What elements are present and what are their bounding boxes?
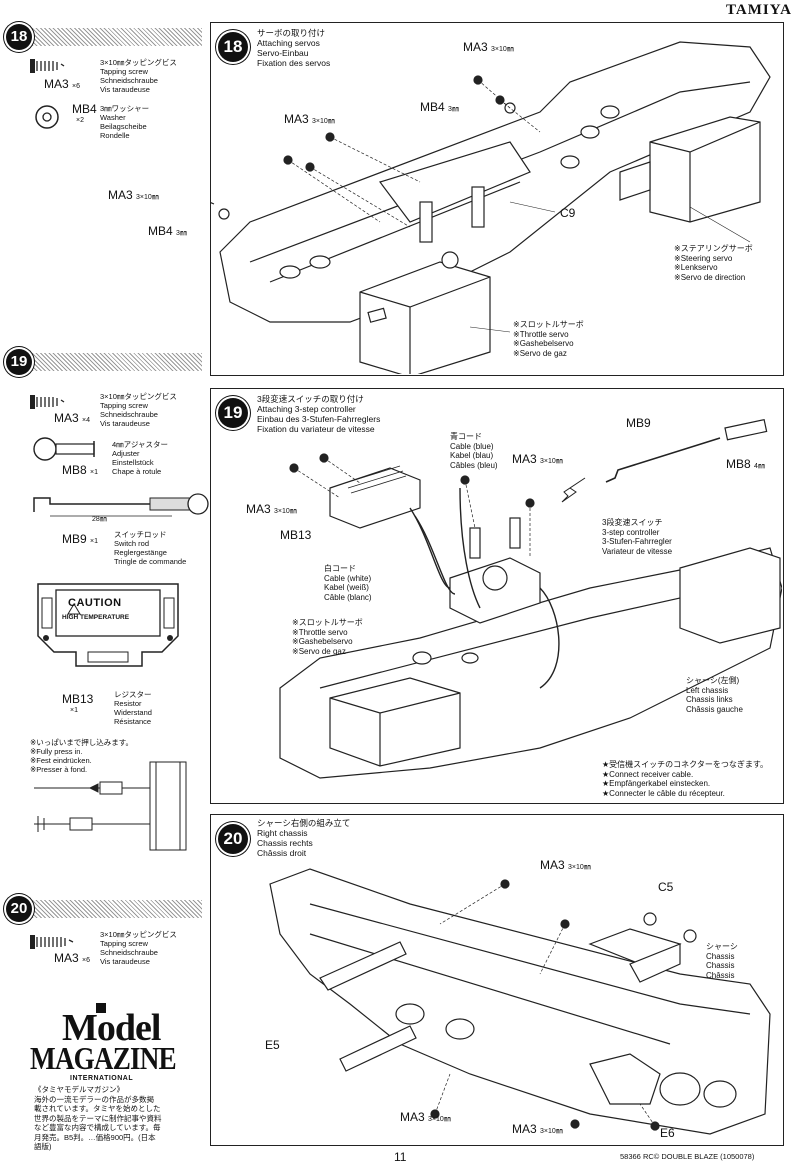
part-code: MB13	[62, 692, 94, 706]
step-20-number: 20	[6, 896, 32, 922]
label-c5: C5	[658, 880, 674, 894]
step-18-header: 18	[6, 24, 202, 50]
label-ma3: MA3 3×10㎜	[463, 40, 514, 54]
tamiya-star-icon	[96, 1003, 106, 1013]
magazine-subtitle: INTERNATIONAL	[70, 1075, 134, 1082]
part-qty: ×2	[76, 117, 84, 124]
step-19-number: 19	[6, 349, 32, 375]
step-20-header: 20	[6, 896, 202, 922]
panel-20-number: 20	[218, 824, 248, 854]
label-mb4: MB4 3㎜	[420, 100, 459, 114]
label-e6: E6	[660, 1126, 675, 1140]
right-chassis-diagram	[269, 868, 771, 1135]
servo-assembly-diagram	[210, 41, 771, 374]
label-ma3: MA3 3×10㎜	[246, 502, 297, 516]
adjuster-icon	[33, 437, 95, 461]
label-ma3: MA3 3×10㎜	[512, 1122, 563, 1136]
throttle-servo-note: ※スロットルサーボ※Throttle servo※Gashebelservo※S…	[513, 320, 584, 358]
receiver-note: ★受信機スイッチのコネクターをつなぎます。★Connect receiver c…	[602, 760, 769, 798]
label-e5: E5	[265, 1038, 280, 1052]
throttle-servo-note: ※スロットルサーボ※Throttle servo※Gashebelservo※S…	[292, 618, 363, 656]
product-code: 58366 RC© DOUBLE BLAZE (1050078)	[620, 1152, 755, 1161]
label-ma3: MA3 3×10㎜	[400, 1110, 451, 1124]
magazine-title-bottom: MAGAZINE	[30, 1040, 177, 1076]
resistor-icon	[37, 583, 179, 667]
label-ma3: MA3 3×10㎜	[108, 188, 159, 202]
caution-subtext: HIGH TEMPERATURE	[62, 614, 130, 621]
controller-assembly-diagram	[279, 418, 782, 779]
magazine-description: 《タミヤモデルマガジン》海外の一流モデラーの作品が多数掲載されています。タミヤを…	[34, 1085, 162, 1151]
tapping-screw-icon	[30, 935, 74, 949]
label-mb9: MB9	[626, 416, 651, 430]
panel-18-number: 18	[218, 32, 248, 62]
panel-step-19	[210, 388, 784, 804]
label-ma3: MA3 3×10㎜	[512, 452, 563, 466]
part-code: MB9 ×1	[62, 532, 99, 546]
label-c9: C9	[560, 206, 576, 220]
panel-19-number: 19	[218, 398, 248, 428]
panel-step-18	[210, 22, 784, 376]
label-mb4: MB4 3㎜	[148, 224, 187, 238]
press-in-diagram	[34, 761, 187, 851]
brand-logo: TAMIYA	[725, 2, 792, 18]
step-19-header: 19	[6, 349, 202, 375]
tapping-screw-icon	[30, 395, 65, 409]
part-code: MA3 ×6	[54, 951, 91, 965]
part-code: MA3 ×6	[44, 77, 81, 91]
part-code: MA3 ×4	[54, 411, 91, 425]
press-note: ※いっぱいまで押し込みます。※Fully press in.※Fest eind…	[30, 738, 134, 774]
part-code: MB4	[72, 102, 97, 116]
caution-text: CAUTION	[68, 597, 122, 609]
label-mb8: MB8 4㎜	[726, 457, 765, 471]
label-ma3: MA3 3×10㎜	[540, 858, 591, 872]
switch-rod-icon	[33, 493, 209, 517]
magazine-title-top: Model	[62, 1007, 161, 1049]
label-ma3: MA3 3×10㎜	[284, 112, 335, 126]
panel-step-20	[210, 814, 784, 1146]
step-18-number: 18	[6, 24, 32, 50]
page-number: 11	[394, 1150, 407, 1164]
part-code: MB8 ×1	[62, 463, 99, 477]
tapping-screw-icon	[30, 59, 65, 73]
label-mb13: MB13	[280, 528, 312, 542]
washer-icon	[35, 105, 59, 129]
rod-length: 28㎜	[92, 516, 107, 523]
part-qty: ×1	[70, 707, 78, 714]
steering-servo-note: ※ステアリングサーボ※Steering servo※Lenkservo※Serv…	[674, 244, 753, 282]
